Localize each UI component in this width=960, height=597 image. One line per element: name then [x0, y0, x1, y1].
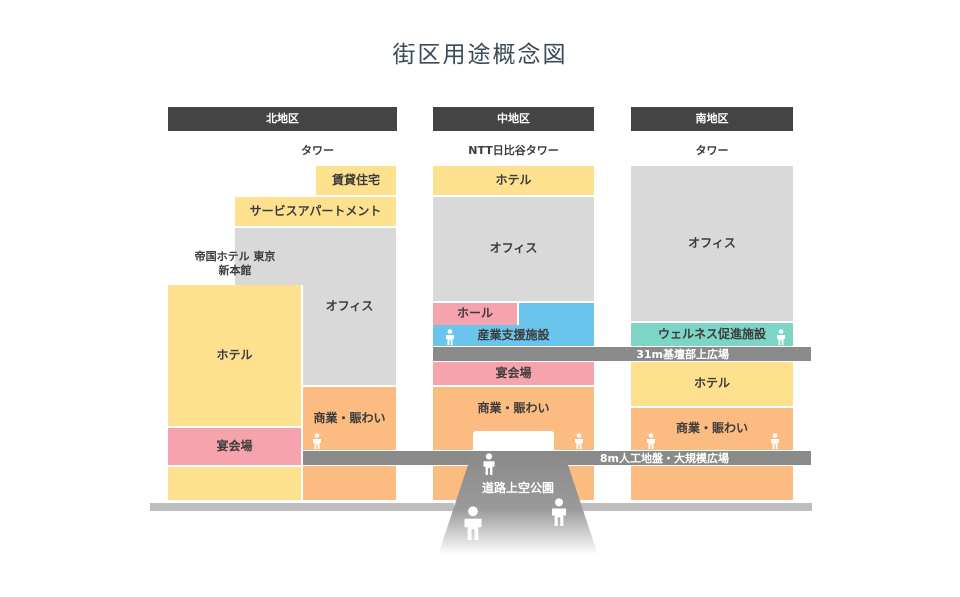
center-commerce: 商業・賑わい [477, 401, 550, 416]
center-hotel: ホテル [433, 166, 594, 195]
south-commerce-base [631, 466, 793, 500]
north-office: オフィス [303, 228, 396, 385]
person-icon [446, 329, 454, 345]
north-rental-housing: 賃貸住宅 [316, 166, 396, 195]
person-icon [464, 506, 482, 540]
north-hotel: ホテル [168, 285, 301, 426]
person-icon [483, 453, 495, 475]
center-banquet: 宴会場 [433, 362, 594, 385]
north-hotel-base [168, 467, 301, 500]
center-district-header: 中地区 [433, 107, 594, 131]
south-tower-label: タワー [695, 143, 729, 157]
imperial-hotel-label: 帝国ホテル 東京 新本館 [194, 249, 276, 277]
south-district-header: 南地区 [631, 107, 793, 131]
center-industry-support: 産業支援施設 [433, 325, 594, 346]
north-serviced-apartment: サービスアパートメント [235, 197, 396, 226]
deck-8m-label: 8m人工地盤・大規模広場 [599, 452, 729, 465]
person-icon [552, 498, 566, 526]
north-district-header: 北地区 [168, 107, 397, 131]
north-commerce-base [303, 466, 396, 500]
person-icon [647, 433, 655, 449]
north-banquet: 宴会場 [168, 428, 301, 465]
center-industry-upper [519, 303, 594, 325]
center-office: オフィス [433, 197, 594, 301]
person-icon [575, 433, 583, 449]
ground-line-left [150, 503, 454, 511]
ground-line-right [574, 503, 812, 511]
page-title: 街区用途概念図 [392, 42, 568, 69]
road-park-label: 道路上空公園 [481, 481, 554, 496]
south-hotel: ホテル [631, 362, 793, 406]
person-icon [771, 433, 779, 449]
south-office: オフィス [631, 166, 793, 321]
south-wellness: ウェルネス促進施設 [631, 323, 793, 346]
person-icon [313, 433, 321, 449]
person-icon [777, 329, 785, 345]
ntt-tower-label: NTT日比谷タワー [468, 143, 559, 157]
center-hall: ホール [433, 303, 517, 325]
north-tower-label: タワー [301, 143, 334, 157]
plaza-31m-label: 31m基壇部上広場 [636, 348, 729, 361]
south-commerce: 商業・賑わい [631, 408, 793, 450]
center-entrance [473, 431, 554, 453]
road-park [438, 453, 598, 555]
plaza-31m-deck: 31m基壇部上広場 [433, 347, 811, 361]
